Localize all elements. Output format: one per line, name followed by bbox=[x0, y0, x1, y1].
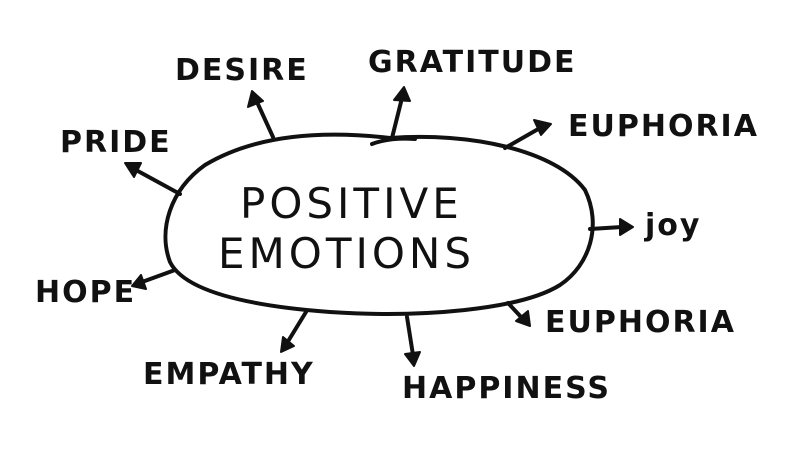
branch-gratitude: GRATITUDE bbox=[368, 45, 576, 80]
arrow-euphoria-top bbox=[503, 119, 552, 150]
arrow-hope bbox=[131, 268, 177, 290]
branch-desire: DESIRE bbox=[175, 53, 309, 88]
arrow-empathy bbox=[280, 310, 308, 353]
arrow-euphoria-bottom bbox=[506, 301, 531, 327]
arrow-joy bbox=[588, 218, 634, 236]
branch-euphoria-top: EUPHORIA bbox=[568, 109, 759, 144]
center-oval bbox=[163, 132, 595, 316]
arrow-happiness bbox=[404, 315, 421, 367]
arrow-gratitude bbox=[390, 86, 411, 140]
arrow-pride bbox=[124, 162, 182, 196]
branch-joy: joy bbox=[644, 208, 701, 243]
branch-pride: PRIDE bbox=[60, 125, 172, 160]
branch-hope: HOPE bbox=[35, 275, 136, 310]
center-title-line-1: POSITIVE bbox=[240, 179, 463, 228]
branch-empathy: EMPATHY bbox=[143, 357, 315, 392]
center-title-line-2: EMOTIONS bbox=[218, 229, 475, 278]
branch-euphoria-bottom: EUPHORIA bbox=[545, 305, 736, 340]
arrow-desire bbox=[247, 90, 275, 139]
branch-happiness: HAPPINESS bbox=[402, 371, 611, 406]
center-oval-overlap bbox=[370, 136, 417, 146]
